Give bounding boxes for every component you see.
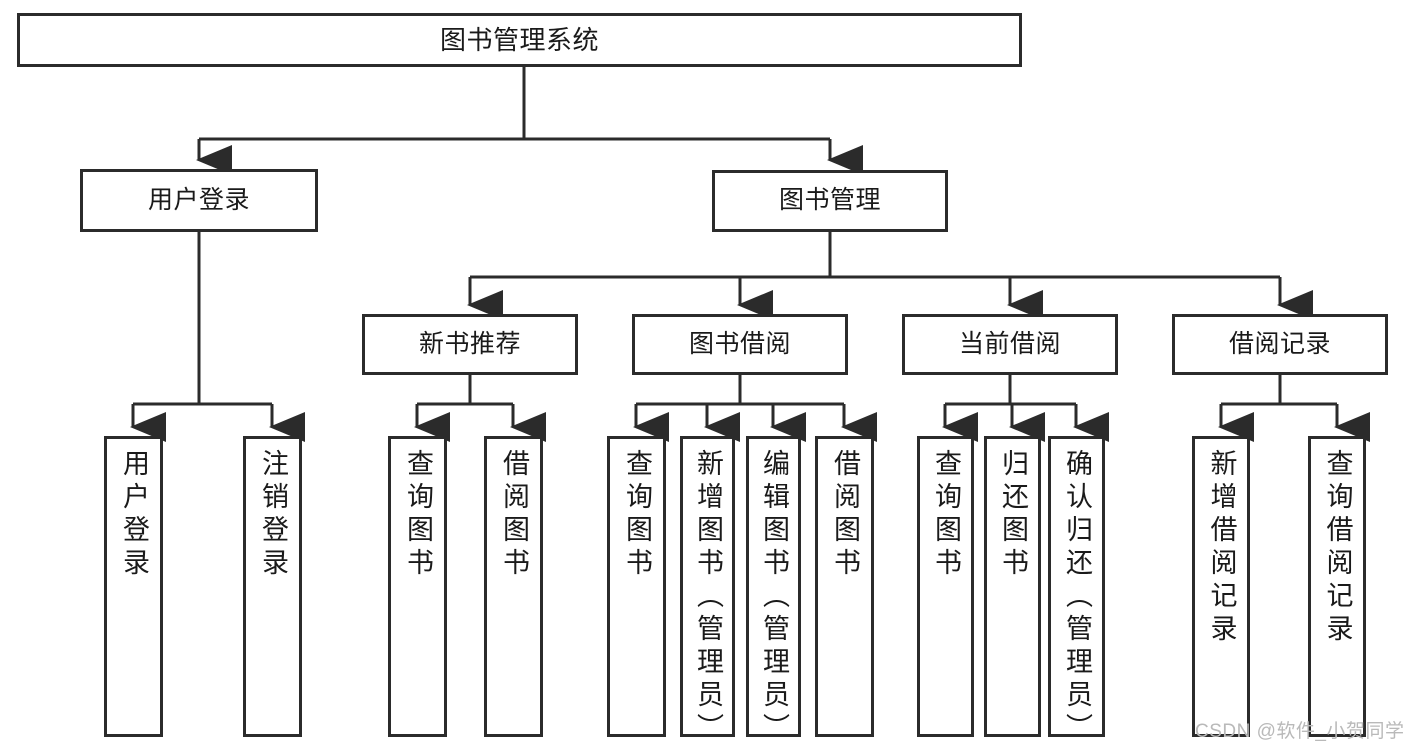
node-label: 查询图书 [403,449,433,581]
node-user-login[interactable]: 用户登录 [80,169,318,232]
node-new-book-recommend[interactable]: 新书推荐 [362,314,578,375]
leaf-borrow-book-2[interactable]: 借阅图书 [815,436,874,737]
node-label: 借阅记录 [1228,329,1331,358]
node-root-system[interactable]: 图书管理系统 [17,13,1022,67]
leaf-query-book-3[interactable]: 查询图书 [917,436,974,737]
leaf-user-login[interactable]: 用户登录 [104,436,163,737]
leaf-logout[interactable]: 注销登录 [243,436,302,737]
node-label: 注销登录 [258,449,288,581]
node-book-borrow[interactable]: 图书借阅 [632,314,848,375]
leaf-return-book[interactable]: 归还图书 [984,436,1041,737]
csdn-watermark: CSDN @软件_小贺同学 [1195,721,1405,742]
node-label: 用户登录 [119,449,149,581]
node-label: 查询借阅记录 [1322,449,1353,647]
node-label: 当前借阅 [958,329,1061,358]
leaf-borrow-book-1[interactable]: 借阅图书 [484,436,543,737]
node-label: 借阅图书 [830,449,860,581]
node-label: 查询图书 [622,449,652,581]
node-label: 图书借阅 [688,329,791,358]
leaf-add-book[interactable]: 新增图书（管理员） [680,436,735,746]
node-label: 用户登录 [147,185,250,214]
node-label: 图书管理系统 [439,24,599,55]
node-borrow-record[interactable]: 借阅记录 [1172,314,1388,375]
leaf-query-book-2[interactable]: 查询图书 [607,436,666,737]
leaf-edit-book[interactable]: 编辑图书（管理员） [746,436,801,746]
leaf-query-book-1[interactable]: 查询图书 [388,436,447,737]
node-current-borrow[interactable]: 当前借阅 [902,314,1118,375]
node-label: 编辑图书（管理员） [759,449,789,746]
node-label: 归还图书 [998,449,1028,581]
node-label: 新增图书（管理员） [693,449,723,746]
leaf-add-record[interactable]: 新增借阅记录 [1192,436,1250,737]
leaf-query-record[interactable]: 查询借阅记录 [1308,436,1366,737]
node-label: 新增借阅记录 [1206,449,1237,647]
node-label: 图书管理 [778,186,881,215]
node-book-management[interactable]: 图书管理 [712,170,948,232]
node-label: 查询图书 [931,449,961,581]
node-label: 确认归还（管理员） [1062,449,1092,746]
node-label: 借阅图书 [499,449,529,581]
leaf-confirm-return[interactable]: 确认归还（管理员） [1048,436,1105,746]
node-label: 新书推荐 [418,329,521,358]
